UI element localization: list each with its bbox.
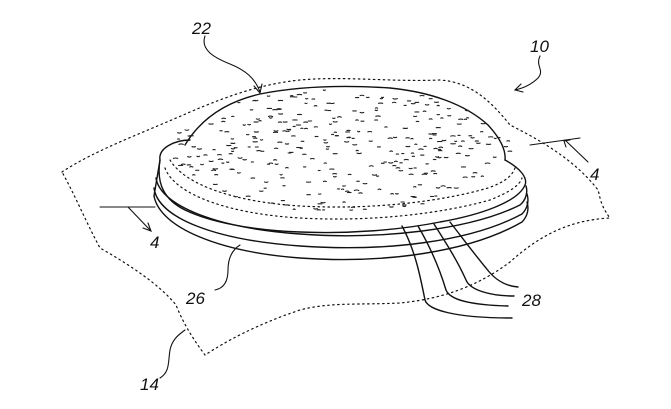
- texture-mark: [374, 109, 379, 112]
- texture-mark: [268, 162, 274, 165]
- disc-left-side: [153, 159, 161, 197]
- leader-line-14: [159, 329, 186, 379]
- texture-mark: [458, 145, 463, 147]
- texture-mark: [355, 119, 359, 121]
- texture-mark: [344, 141, 350, 143]
- texture-mark: [353, 189, 360, 192]
- top-sheet-dome: [184, 85, 506, 161]
- top-surface-texture: [172, 89, 513, 211]
- peeled-layer-3: [433, 223, 515, 297]
- texture-mark: [292, 208, 296, 211]
- disc-layer-band-2: [153, 187, 529, 249]
- texture-mark: [178, 143, 184, 145]
- ref-numeral-14: 14: [140, 375, 159, 394]
- leader-line-10: [514, 55, 542, 91]
- texture-mark: [436, 104, 440, 107]
- texture-mark: [196, 155, 201, 158]
- texture-mark: [438, 146, 444, 149]
- texture-mark: [377, 188, 382, 191]
- leader-line-26: [214, 244, 241, 291]
- ref-numeral-10: 10: [530, 37, 549, 56]
- peeled-layer-4: [449, 221, 519, 288]
- ref-numeral-4-left: 4: [150, 233, 159, 252]
- texture-mark: [355, 149, 359, 152]
- disc-rim-dots-inner: [169, 159, 516, 208]
- section-arrow-left: [127, 206, 152, 232]
- section-arrow-right: [563, 139, 589, 163]
- arrow-head-10: [513, 83, 524, 93]
- disc-layer-band-3: [153, 195, 529, 261]
- texture-mark: [242, 124, 246, 126]
- texture-mark: [184, 129, 190, 131]
- texture-mark: [435, 156, 440, 158]
- section-line-right: [529, 137, 581, 146]
- ref-numeral-28: 28: [521, 291, 541, 310]
- disc-top-edge: [158, 139, 527, 234]
- disc-layer-band-1: [155, 177, 528, 237]
- ref-numeral-22: 22: [191, 19, 211, 38]
- texture-mark: [313, 105, 318, 107]
- texture-mark: [336, 116, 342, 118]
- ref-numeral-4-right: 4: [590, 165, 599, 184]
- substrate-sheet-outline: [61, 77, 612, 356]
- disc-rim-dots: [164, 167, 523, 220]
- arrow-head-22: [253, 83, 263, 95]
- ref-numeral-26: 26: [185, 289, 205, 308]
- texture-mark: [342, 201, 346, 203]
- texture-mark: [418, 148, 424, 150]
- texture-mark: [237, 157, 243, 159]
- leader-line-22: [203, 35, 261, 93]
- texture-mark: [410, 137, 414, 140]
- peeled-layer-2: [417, 225, 509, 307]
- peeled-layer-1: [401, 225, 513, 319]
